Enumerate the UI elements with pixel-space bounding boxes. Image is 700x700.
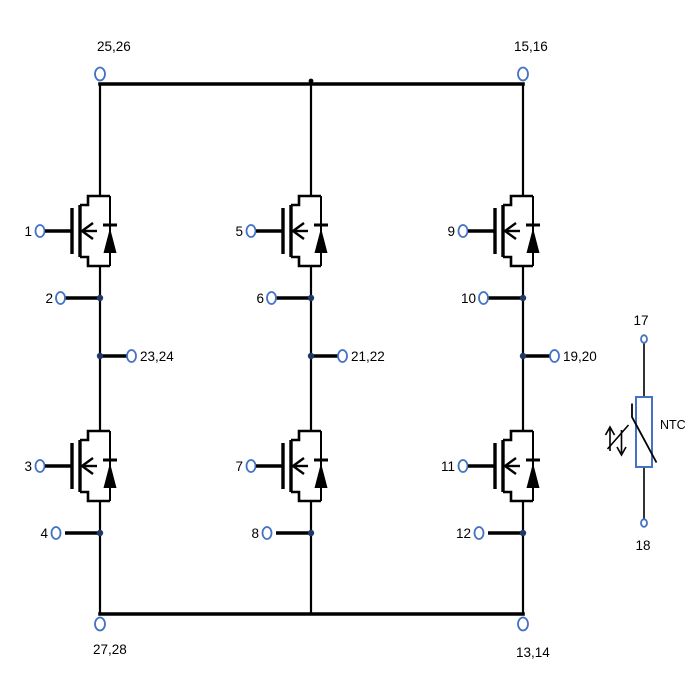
channel-arrow-icon [79,222,94,240]
terminal-dc-plus-right [517,66,529,82]
ntc-body [635,396,653,468]
pin-label-kelvin-low-1: 4 [40,526,48,541]
source-step-wire [80,255,110,268]
phase-terminal-3 [549,349,560,363]
pin-label-kelvin-high-2: 6 [256,291,264,306]
pin-label-gate-low-1: 3 [24,459,32,474]
mosfet-high-side-2-symbol [256,194,328,268]
drain-step-wire [503,194,533,207]
kelvin-junction-dot [96,294,104,302]
source-step-wire [503,490,533,503]
phase-label-3: 19,20 [563,349,597,364]
phase-label-2: 21,22 [351,349,385,364]
pin-label-kelvin-low-2: 8 [251,526,259,541]
ntc-thermistor: 17 18 NTC [604,313,686,553]
ntc-strike-line [631,403,658,463]
ntc-terminal-top [640,334,648,344]
ntc-pin-label-bottom: 18 [635,538,650,553]
body-diode-icon [103,228,117,253]
drain-step-wire [291,429,321,442]
thermal-diagonal-line [606,424,630,450]
body-diode-icon [526,228,540,253]
pin-terminal-gate-low-3 [457,459,469,473]
label-dc-minus-left: 27,28 [93,642,127,657]
mosfet-low-side-1-symbol [45,429,117,503]
pin-label-kelvin-high-3: 10 [461,291,476,306]
pin-terminal-gate-high-3 [457,224,469,238]
channel-arrow-icon [290,222,305,240]
channel-arrow-icon [79,457,94,475]
thermal-up-arrow-icon [604,425,616,451]
pin-terminal-kelvin-high-1 [55,291,66,305]
label-dc-minus-right: 13,14 [516,645,550,660]
ntc-name-label: NTC [660,418,686,432]
half-bridge-leg-3: 9 10 19,20 11 12 [441,84,597,614]
pin-terminal-kelvin-high-2 [266,291,277,305]
drain-step-wire [291,194,321,207]
source-step-wire [80,490,110,503]
half-bridge-leg-2: 5 6 21,22 7 8 [235,84,385,614]
phase-junction-dot [96,352,104,360]
thermal-down-arrow-icon [616,430,627,457]
pin-terminal-gate-low-2 [245,459,257,473]
kelvin-junction-dot [307,294,315,302]
phase-terminal-1 [126,349,137,363]
mosfet-high-side-1-symbol [45,194,117,268]
kelvin-junction-dot [307,529,315,537]
drain-step-wire [80,429,110,442]
ntc-pin-label-top: 17 [633,313,648,328]
kelvin-junction-dot [519,294,527,302]
channel-arrow-icon [290,457,305,475]
channel-arrow-icon [502,222,517,240]
label-dc-plus-left: 25,26 [97,39,131,54]
body-diode-icon [314,463,328,488]
pin-terminal-kelvin-low-1 [50,526,62,540]
pin-terminal-kelvin-high-3 [478,291,489,305]
drain-step-wire [80,194,110,207]
body-diode-icon [103,463,117,488]
phase-label-1: 23,24 [140,349,174,364]
phase-terminal-2 [337,349,348,363]
terminal-dc-minus-right [517,616,529,632]
pin-terminal-gate-high-2 [245,224,257,238]
half-bridge-leg-1: 1 2 23,24 3 4 [24,84,174,614]
channel-arrow-icon [502,457,517,475]
pin-label-gate-low-2: 7 [235,459,243,474]
source-step-wire [291,490,321,503]
source-step-wire [291,255,321,268]
mosfet-low-side-2-symbol [256,429,328,503]
pin-label-kelvin-high-1: 2 [45,291,53,306]
mosfet-low-side-3-symbol [468,429,540,503]
pin-label-gate-low-3: 11 [441,459,455,474]
pin-terminal-kelvin-low-2 [261,526,273,540]
pin-label-gate-high-3: 9 [447,224,455,239]
pin-label-gate-high-2: 5 [235,224,243,239]
phase-junction-dot [519,352,527,360]
kelvin-junction-dot [96,529,104,537]
body-diode-icon [526,463,540,488]
terminal-dc-minus-left [94,616,106,632]
kelvin-junction-dot [519,529,527,537]
pin-terminal-kelvin-low-3 [473,526,485,540]
phase-junction-dot [307,352,315,360]
top-rail-junction [308,78,314,84]
terminal-dc-plus-left [94,66,106,82]
pin-label-gate-high-1: 1 [24,224,32,239]
pin-label-kelvin-low-3: 12 [456,526,471,541]
source-step-wire [503,255,533,268]
body-diode-icon [314,228,328,253]
ntc-terminal-bottom [640,518,648,528]
pin-terminal-gate-high-1 [34,224,46,238]
drain-step-wire [503,429,533,442]
pin-terminal-gate-low-1 [34,459,46,473]
label-dc-plus-right: 15,16 [514,39,548,54]
mosfet-high-side-3-symbol [468,194,540,268]
